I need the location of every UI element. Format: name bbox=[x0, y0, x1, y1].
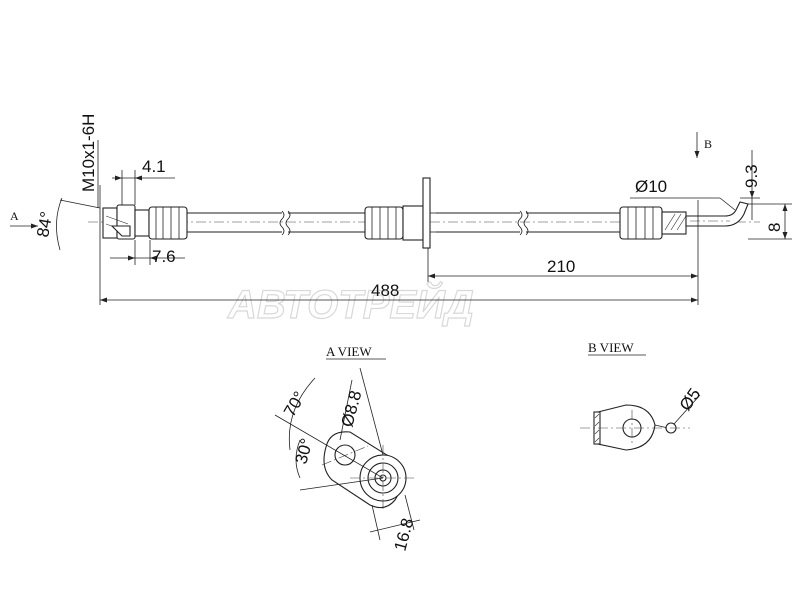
watermark: АВТОТРЕЙД bbox=[227, 280, 474, 327]
dim-8: 8 bbox=[765, 223, 784, 232]
dim-488: 488 bbox=[371, 281, 399, 300]
a-16-8: 16.8 bbox=[391, 516, 418, 553]
main-dimensions: 4.1 7.6 M10x1-6H 84° A B 488 210 Ø10 bbox=[10, 114, 792, 305]
a-30-deg: 30° bbox=[292, 436, 317, 466]
dim-84-deg: 84° bbox=[33, 210, 56, 239]
b-view-title: B VIEW bbox=[588, 340, 634, 355]
b-d5: Ø5 bbox=[676, 385, 705, 414]
hose-assembly bbox=[88, 177, 760, 249]
a-view: A VIEW 70° 30° Ø8.8 16.8 bbox=[274, 344, 421, 553]
thread-spec: M10x1-6H bbox=[79, 114, 98, 192]
dim-9-3: 9.3 bbox=[742, 164, 761, 188]
a-d8-8: Ø8.8 bbox=[338, 389, 366, 430]
dim-7-6: 7.6 bbox=[152, 247, 176, 266]
dim-4-1: 4.1 bbox=[142, 157, 166, 176]
a-70-deg: 70° bbox=[280, 388, 309, 420]
a-view-title: A VIEW bbox=[326, 344, 372, 359]
b-view: B VIEW Ø5 bbox=[580, 340, 705, 451]
dim-210: 210 bbox=[547, 257, 575, 276]
arrow-a-label: A bbox=[10, 209, 19, 223]
dim-d10: Ø10 bbox=[635, 177, 667, 196]
arrow-b-label: B bbox=[704, 137, 712, 151]
